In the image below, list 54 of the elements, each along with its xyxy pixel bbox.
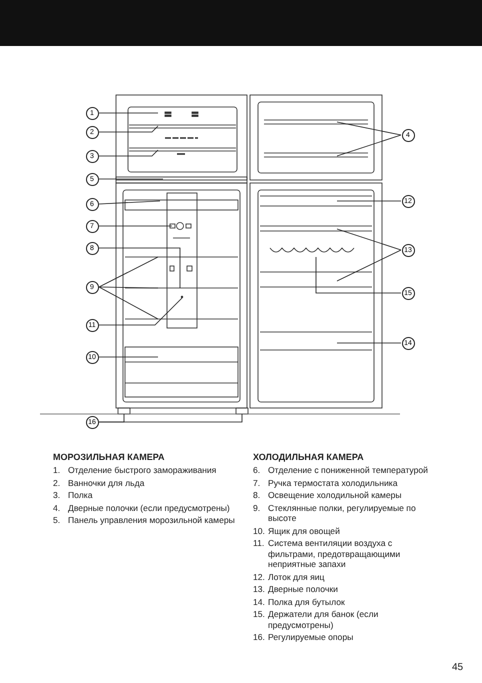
- item-number: 1.: [53, 465, 62, 476]
- leader-line: [98, 200, 160, 204]
- item-number: 11.: [253, 538, 266, 550]
- item-text: Стеклянные полки, регулируемые по высоте: [268, 502, 417, 524]
- leader-line: [98, 150, 158, 156]
- item-text: Отделение с пониженной температурой: [268, 465, 429, 476]
- leader-line: [98, 256, 158, 288]
- section-heading: ХОЛОДИЛЬНАЯ КАМЕРА: [253, 452, 365, 462]
- item-number: 10.: [253, 526, 266, 536]
- item-text: Ящик для овощей: [268, 526, 341, 536]
- item-text: Ванночки для льда: [68, 478, 146, 488]
- leader-line: [98, 356, 158, 358]
- leader-line: [98, 286, 158, 320]
- item-text: Ручка термостата холодильника: [268, 478, 399, 488]
- item-text: Полка для бутылок: [268, 596, 346, 607]
- item-text: Дверные полочки (если предусмотрены): [68, 502, 231, 513]
- page-number: 45: [452, 662, 464, 673]
- item-text: Система вентиляции воздуха с фильтрами, предотвращающими неприятные запахи: [268, 538, 402, 570]
- item-number: 6.: [253, 465, 262, 476]
- leader-line: [98, 112, 158, 114]
- leader-line: [336, 228, 402, 250]
- leader-line: [316, 256, 402, 294]
- item-text: Панель управления морозильной камеры: [68, 515, 236, 526]
- leader-line: [336, 134, 402, 156]
- item-number: 4.: [53, 502, 62, 513]
- item-text: Лоток для яиц: [268, 572, 326, 582]
- leader-line: [98, 178, 164, 180]
- leader-line: [336, 122, 402, 136]
- item-number: 7.: [253, 478, 262, 488]
- item-number: 15.: [253, 609, 266, 621]
- item-number: 2.: [53, 478, 62, 488]
- item-text: Регулируемые опоры: [268, 632, 354, 642]
- item-text: Держатели для банок (если предусмотрены): [268, 609, 380, 630]
- leader-line: [98, 298, 182, 326]
- leader-line: [98, 248, 180, 288]
- leader-line: [336, 200, 402, 202]
- leader-line: [98, 414, 242, 422]
- leader-line: [98, 126, 158, 132]
- section-heading: МОРОЗИЛЬНАЯ КАМЕРА: [53, 452, 166, 462]
- item-number: 14.: [253, 596, 266, 607]
- item-text: Дверные полочки: [268, 584, 339, 594]
- leader-line: [98, 286, 158, 288]
- item-number: 8.: [253, 490, 262, 500]
- item-number: 12.: [253, 572, 266, 582]
- item-number: 9.: [253, 502, 262, 514]
- leader-line: [336, 250, 402, 282]
- item-number: 5.: [53, 515, 62, 526]
- item-text: Освещение холодильной камеры: [268, 490, 403, 500]
- item-number: 3.: [53, 490, 62, 500]
- item-number: 13.: [253, 584, 266, 594]
- item-number: 16.: [253, 632, 266, 642]
- leader-line: [336, 342, 402, 344]
- item-text: Отделение быстрого замораживания: [68, 465, 218, 476]
- item-text: Полка: [68, 490, 94, 500]
